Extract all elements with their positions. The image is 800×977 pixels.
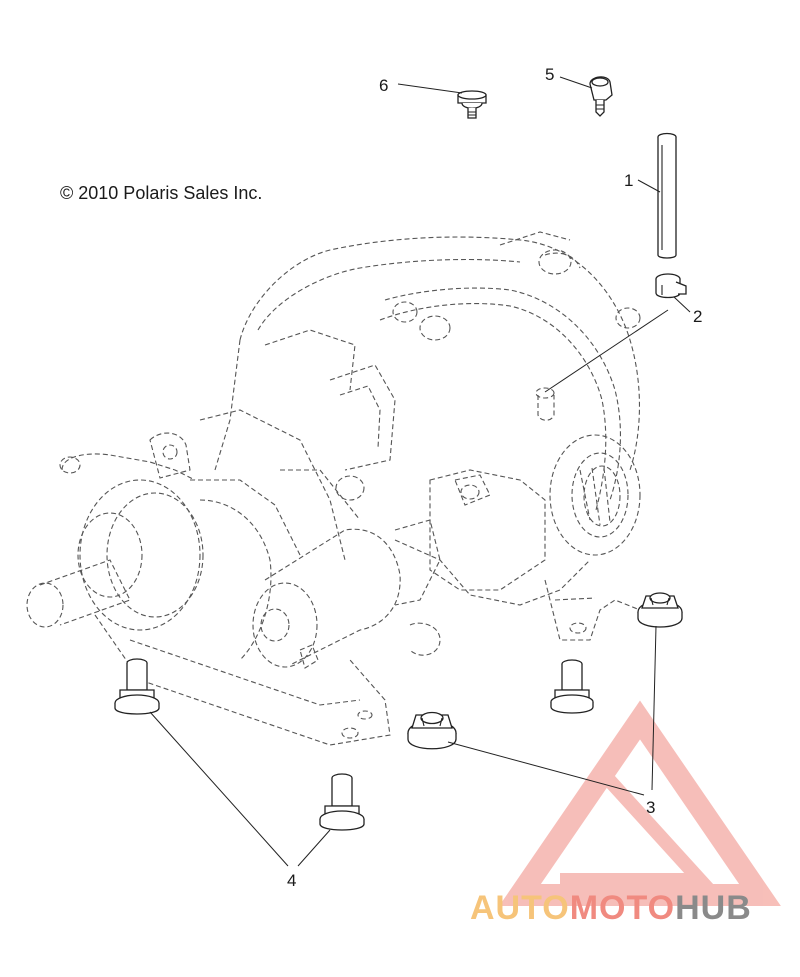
- flange-bolt-icon: [114, 658, 594, 831]
- breather-tube-icon: [657, 132, 677, 259]
- vent-valve-icon: [457, 90, 487, 119]
- callout-labels: 6 5 1 2 3 4: [287, 65, 702, 890]
- hose-clamp-icon: [655, 273, 687, 299]
- callout-5: 5: [545, 65, 554, 84]
- callout-6: 6: [379, 76, 388, 95]
- watermark-logo: AUTOMOTOHUB: [470, 889, 752, 928]
- copyright-notice: © 2010 Polaris Sales Inc.: [60, 183, 263, 203]
- watermark-triangle-icon: [499, 700, 781, 906]
- watermark-part-moto: MOTO: [569, 889, 676, 927]
- leader-lines: [149, 76, 691, 867]
- callout-2: 2: [693, 307, 702, 326]
- gearcase-housing: [26, 231, 641, 746]
- callout-1: 1: [624, 171, 633, 190]
- flange-nut-icon: [407, 592, 683, 750]
- callout-3: 3: [646, 798, 655, 817]
- watermark-part-auto: AUTO: [470, 889, 570, 927]
- watermark-part-hub: HUB: [675, 889, 752, 927]
- breather-fitting-icon: [589, 76, 613, 117]
- callout-4: 4: [287, 871, 296, 890]
